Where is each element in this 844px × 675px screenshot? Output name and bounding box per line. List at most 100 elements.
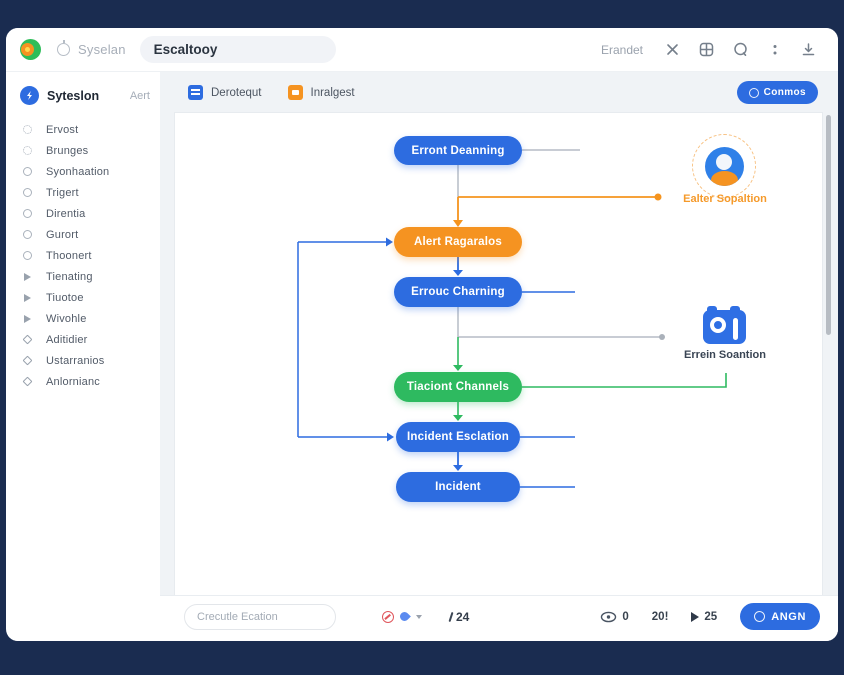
more-icon[interactable] <box>767 42 782 57</box>
sidebar-item-label: Wivohle <box>46 312 87 325</box>
sidebar-item-label: Brunges <box>46 144 89 157</box>
circle-icon <box>22 251 32 260</box>
plays-stat[interactable]: 25 <box>691 611 717 623</box>
sidebar-title: Syteslon <box>47 88 100 103</box>
sidebar-item[interactable]: Brunges <box>20 140 160 161</box>
circle-icon <box>22 167 32 176</box>
play-icon <box>691 611 700 622</box>
sidebar-item-label: Anlornianc <box>46 375 100 388</box>
tab-label: Derotequt <box>211 86 262 99</box>
primary-button-label: Conmos <box>763 87 806 98</box>
views-stat[interactable]: 0 <box>600 610 629 623</box>
grid-icon[interactable] <box>699 42 714 57</box>
tab-derotequt[interactable]: Derotequt <box>188 85 262 100</box>
sidebar-header[interactable]: Syteslon Aert <box>20 86 160 105</box>
sidebar-item[interactable]: Syonhaation <box>20 161 160 182</box>
circle-icon <box>22 188 32 197</box>
tab-inralgest[interactable]: Inralgest <box>287 85 355 100</box>
top-bar: Syselan Erandet <box>6 28 838 72</box>
annotation-label: Errein Soantion <box>684 349 766 361</box>
red-emoji-icon <box>382 610 394 623</box>
clock-icon <box>57 40 70 56</box>
score-stat: 20! <box>652 611 669 623</box>
camera-icon[interactable] <box>703 306 746 344</box>
typing-count: 24 <box>456 609 470 624</box>
sync-icon <box>754 611 766 622</box>
sidebar-item[interactable]: Anlornianc <box>20 371 160 392</box>
reaction-picker[interactable] <box>382 610 422 623</box>
score-value: 20! <box>651 610 669 623</box>
flow-node[interactable]: Incident <box>396 472 520 502</box>
slash-icon <box>448 611 454 622</box>
diamond-icon <box>22 334 32 345</box>
sidebar-item[interactable]: Thoonert <box>20 245 160 266</box>
sidebar-item-label: Syonhaation <box>46 165 110 178</box>
sidebar-item[interactable]: Trigert <box>20 182 160 203</box>
plays-count: 25 <box>704 610 718 623</box>
circle-icon <box>22 146 32 155</box>
sidebar-item[interactable]: Ervost <box>20 119 160 140</box>
flow-canvas[interactable]: Erront Deanning Alert Ragaralos Errouc C… <box>175 113 822 595</box>
sidebar-item-label: Tiuotoe <box>46 291 84 304</box>
views-count: 0 <box>622 610 629 623</box>
blue-drop-icon <box>398 610 411 623</box>
sidebar-item[interactable]: Wivohle <box>20 308 160 329</box>
close-icon[interactable] <box>665 42 680 57</box>
tab-label: Inralgest <box>310 86 355 99</box>
triangle-icon <box>22 314 32 323</box>
sidebar-item-label: Gurort <box>46 228 79 241</box>
comment-input[interactable] <box>184 603 336 630</box>
typing-counter: 24 <box>448 609 470 624</box>
action-button[interactable]: ANGN <box>740 603 820 630</box>
triangle-icon <box>22 293 32 302</box>
tab-bar: Derotequt Inralgest Conmos <box>160 72 838 113</box>
flow-connectors <box>297 149 727 488</box>
brand-name: Syselan <box>78 42 126 57</box>
doc-orange-icon <box>287 85 303 100</box>
flow-node[interactable]: Tiaciont Channels <box>394 372 522 402</box>
diamond-icon <box>22 355 32 366</box>
sidebar-item[interactable]: Tiuotoe <box>20 287 160 308</box>
sidebar-item-label: Direntia <box>46 207 86 220</box>
doc-blue-icon <box>188 85 203 100</box>
chat-icon[interactable] <box>733 42 748 57</box>
main-panel: Derotequt Inralgest Conmos <box>160 72 838 641</box>
user-avatar-icon[interactable] <box>705 147 744 186</box>
user-name: Erandet <box>600 42 643 57</box>
flow-node[interactable]: Incident Esclation <box>396 422 520 452</box>
workspace-icon <box>20 86 39 105</box>
sidebar-item[interactable]: Gurort <box>20 224 160 245</box>
flow-node[interactable]: Erront Deanning <box>394 136 522 165</box>
action-button-label: ANGN <box>771 610 806 623</box>
sidebar-item-label: Ustarranios <box>46 354 105 367</box>
triangle-icon <box>22 272 32 281</box>
circle-icon <box>22 230 32 239</box>
sidebar-item[interactable]: Tienating <box>20 266 160 287</box>
download-icon[interactable] <box>801 42 816 57</box>
sidebar-item-label: Trigert <box>46 186 79 199</box>
status-bar: 24 0 20! 25 ANGN <box>160 595 838 641</box>
sidebar-item[interactable]: Ustarranios <box>20 350 160 371</box>
circle-icon <box>22 209 32 218</box>
circle-icon <box>22 125 32 134</box>
dashed-ring-decoration <box>692 134 756 198</box>
sidebar-item-label: Aditidier <box>46 333 88 346</box>
sidebar-item-label: Thoonert <box>46 249 92 262</box>
app-logo-icon <box>20 39 41 60</box>
sidebar: Syteslon Aert Ervost Brunges Syonhaation… <box>8 74 160 641</box>
flow-node[interactable]: Errouc Charning <box>394 277 522 307</box>
annotation-label: Ealter Sopaltion <box>683 193 767 205</box>
primary-button[interactable]: Conmos <box>736 81 818 104</box>
vertical-scrollbar[interactable] <box>826 115 831 335</box>
app-window: Syselan Erandet Syte <box>6 28 838 641</box>
chevron-down-icon <box>416 614 422 619</box>
sidebar-item-label: Tienating <box>46 270 93 283</box>
sidebar-item[interactable]: Direntia <box>20 203 160 224</box>
eye-icon <box>601 611 617 622</box>
search-input[interactable] <box>139 36 336 63</box>
sidebar-item[interactable]: Aditidier <box>20 329 160 350</box>
sidebar-badge[interactable]: Aert <box>129 89 150 102</box>
flow-node[interactable]: Alert Ragaralos <box>394 227 522 257</box>
sidebar-item-label: Ervost <box>46 123 79 136</box>
diamond-icon <box>22 376 32 387</box>
